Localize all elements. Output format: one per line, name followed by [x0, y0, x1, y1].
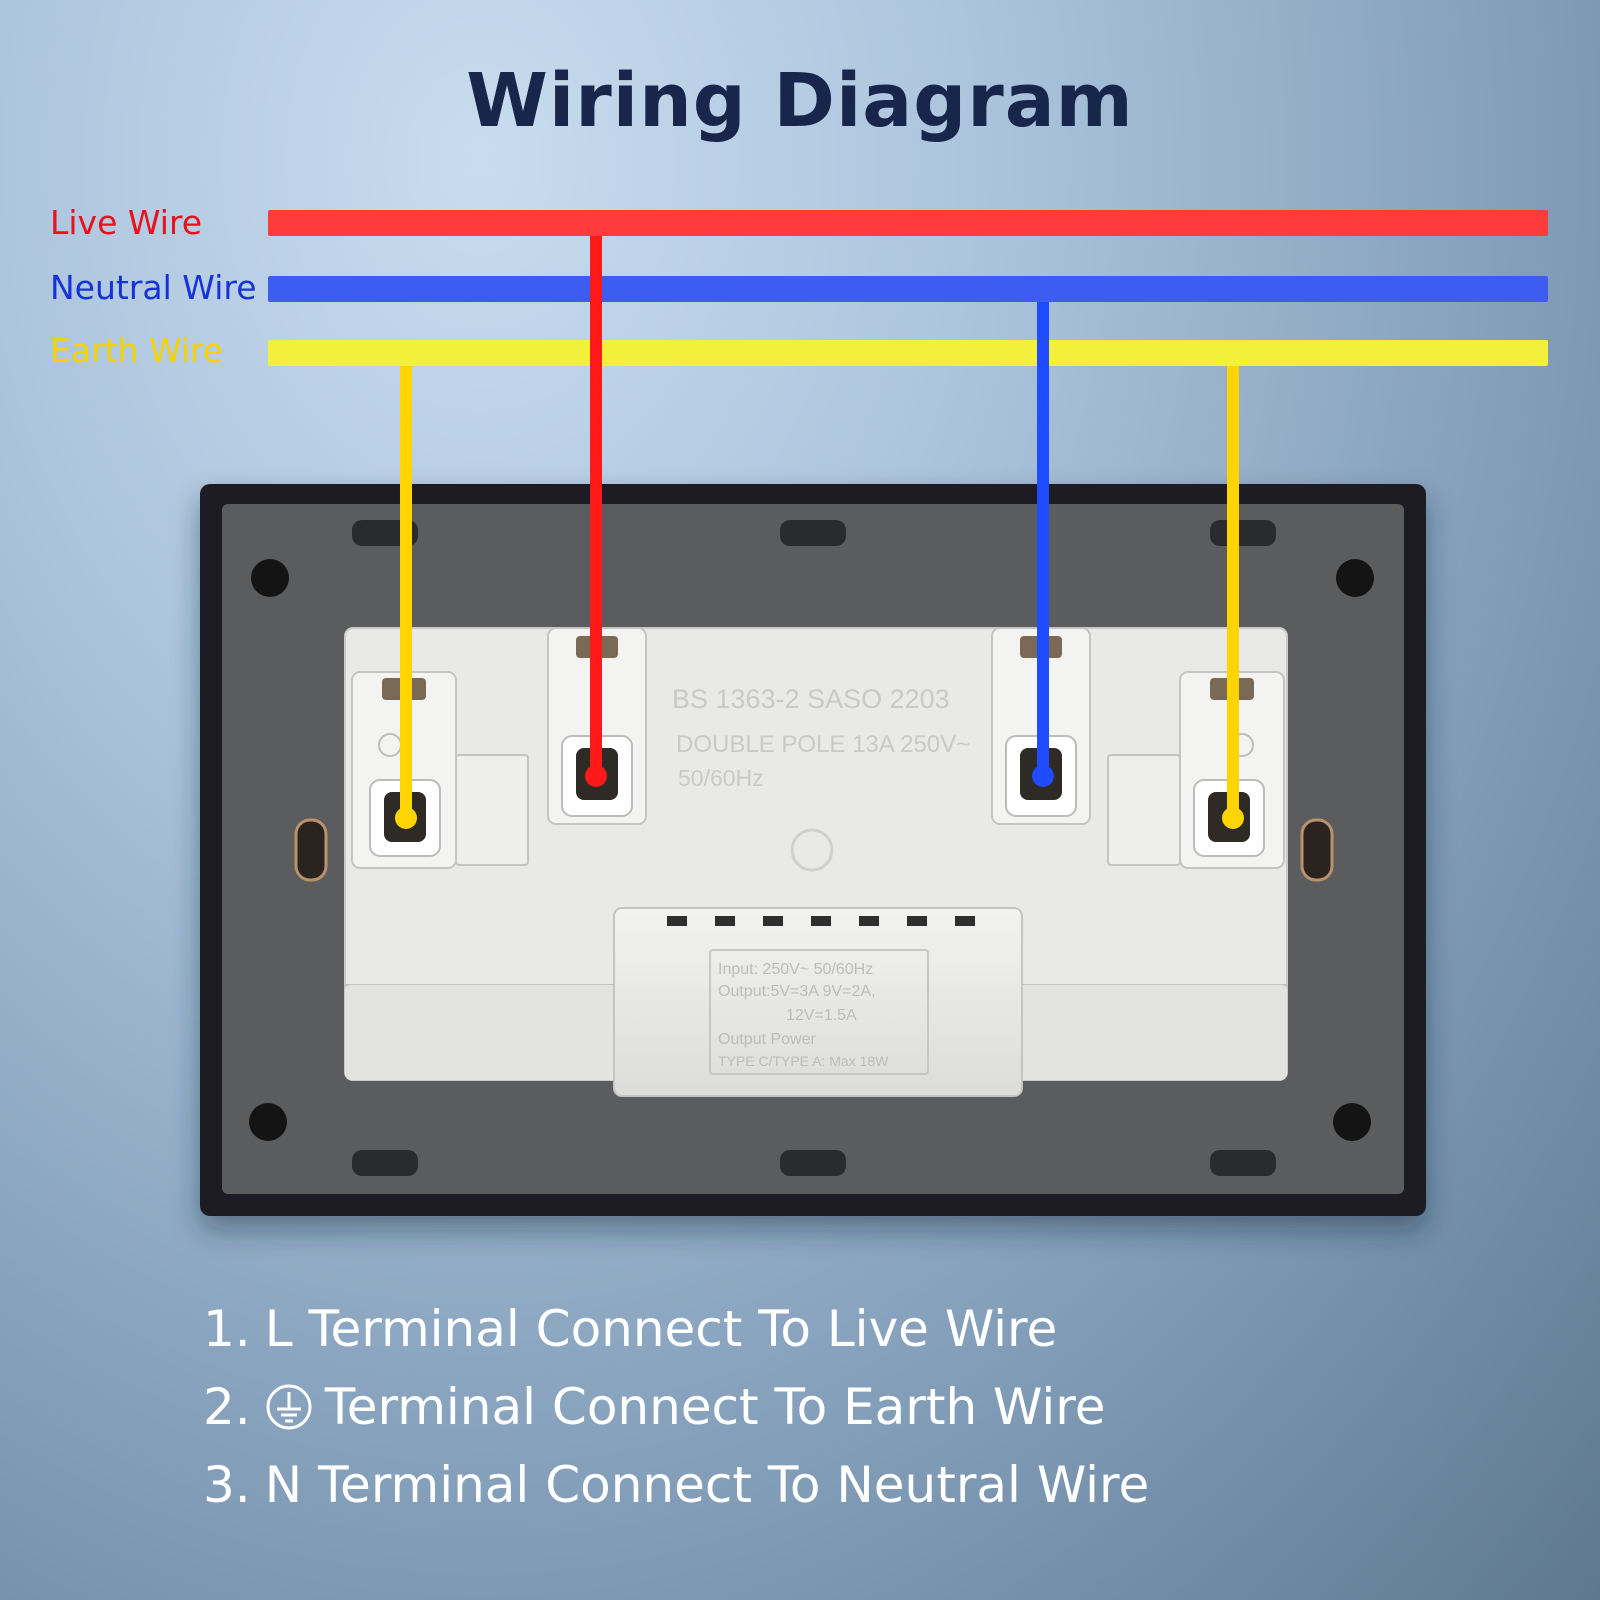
instruction-item-3: 3. N Terminal Connect To Neutral Wire [203, 1446, 1149, 1524]
usb-module: Input: 250V~ 50/60Hz Output:5V=3A 9V=2A,… [613, 907, 1023, 1097]
neutral-wire-label: Neutral Wire [50, 268, 257, 307]
live-connection-dot [585, 765, 607, 787]
instructions-list: 1. L Terminal Connect To Live Wire 2. Te… [203, 1290, 1149, 1524]
instruction-text: Terminal Connect To Earth Wire [324, 1378, 1106, 1436]
live-wire-label: Live Wire [50, 203, 203, 242]
earth-connection-dot-left [395, 807, 417, 829]
live-wire-bus [268, 210, 1548, 236]
earth-ground-icon [266, 1384, 312, 1430]
instruction-number: 3. [203, 1456, 251, 1514]
earth-wire-bus [268, 340, 1548, 366]
module-label-line5: TYPE C/TYPE A: Max 18W [718, 1053, 889, 1069]
rating-text-line2: DOUBLE POLE 13A 250V~ [676, 731, 970, 758]
neutral-connection-dot [1032, 765, 1054, 787]
module-label-line3: 12V=1.5A [786, 1007, 857, 1024]
screw-hole [1333, 1103, 1371, 1141]
instruction-item-2: 2. Terminal Connect To Earth Wire [203, 1368, 1149, 1446]
module-label-line2: Output:5V=3A 9V=2A, [718, 983, 875, 1000]
page-title: Wiring Diagram [466, 58, 1134, 144]
instruction-text: N Terminal Connect To Neutral Wire [264, 1456, 1150, 1514]
rating-text-line3: 50/60Hz [678, 765, 764, 791]
instruction-number: 2. [203, 1378, 251, 1436]
screw-hole [1336, 559, 1374, 597]
earth-connection-dot-right [1222, 807, 1244, 829]
rating-text-line1: BS 1363-2 SASO 2203 [672, 684, 950, 714]
instruction-text: L Terminal Connect To Live Wire [264, 1300, 1058, 1358]
module-label-line1: Input: 250V~ 50/60Hz [718, 961, 873, 978]
cert-mark-icon [790, 828, 834, 872]
screw-hole [251, 559, 289, 597]
screw-hole [249, 1103, 287, 1141]
instruction-number: 1. [203, 1300, 251, 1358]
earth-wire-label: Earth Wire [50, 331, 224, 370]
instruction-item-1: 1. L Terminal Connect To Live Wire [203, 1290, 1149, 1368]
terminal-block: BS 1363-2 SASO 2203 DOUBLE POLE 13A 250V… [344, 627, 1288, 1097]
neutral-wire-bus [268, 276, 1548, 302]
module-label-line4: Output Power [718, 1031, 817, 1048]
